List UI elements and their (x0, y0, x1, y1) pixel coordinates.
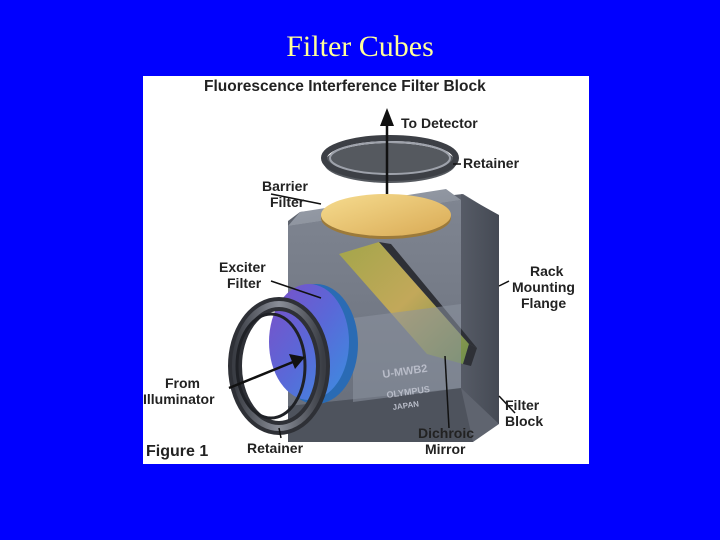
label-rack-mounting-flange-line3: Flange (521, 295, 566, 311)
label-exciter-filter-line1: Exciter (219, 259, 266, 275)
label-retainer-bottom: Retainer (247, 440, 304, 456)
figure-heading: Fluorescence Interference Filter Block (204, 78, 486, 95)
figure-caption: Figure 1 (146, 443, 208, 460)
label-dichroic-mirror-line2: Mirror (425, 441, 466, 457)
label-from-illuminator-line1: From (165, 375, 200, 391)
label-rack-mounting-flange-line1: Rack (530, 263, 564, 279)
label-barrier-filter-line1: Barrier (262, 178, 308, 194)
label-to-detector: To Detector (401, 115, 478, 131)
barrier-filter-disc (321, 194, 451, 239)
top-retainer-ring (324, 138, 456, 183)
label-filter-block-line2: Block (505, 413, 543, 429)
label-dichroic-mirror-line1: Dichroic (418, 425, 474, 441)
filter-block-figure: Fluorescence Interference Filter Block U… (143, 76, 589, 464)
label-from-illuminator-line2: Illuminator (143, 391, 215, 407)
label-exciter-filter-line2: Filter (227, 275, 262, 291)
label-filter-block-line1: Filter (505, 397, 540, 413)
label-retainer-top: Retainer (463, 155, 520, 171)
filter-cube-diagram: Fluorescence Interference Filter Block U… (143, 76, 589, 464)
slide-title: Filter Cubes (0, 30, 720, 64)
label-rack-mounting-flange-line2: Mounting (512, 279, 575, 295)
label-barrier-filter-line2: Filter (270, 194, 305, 210)
